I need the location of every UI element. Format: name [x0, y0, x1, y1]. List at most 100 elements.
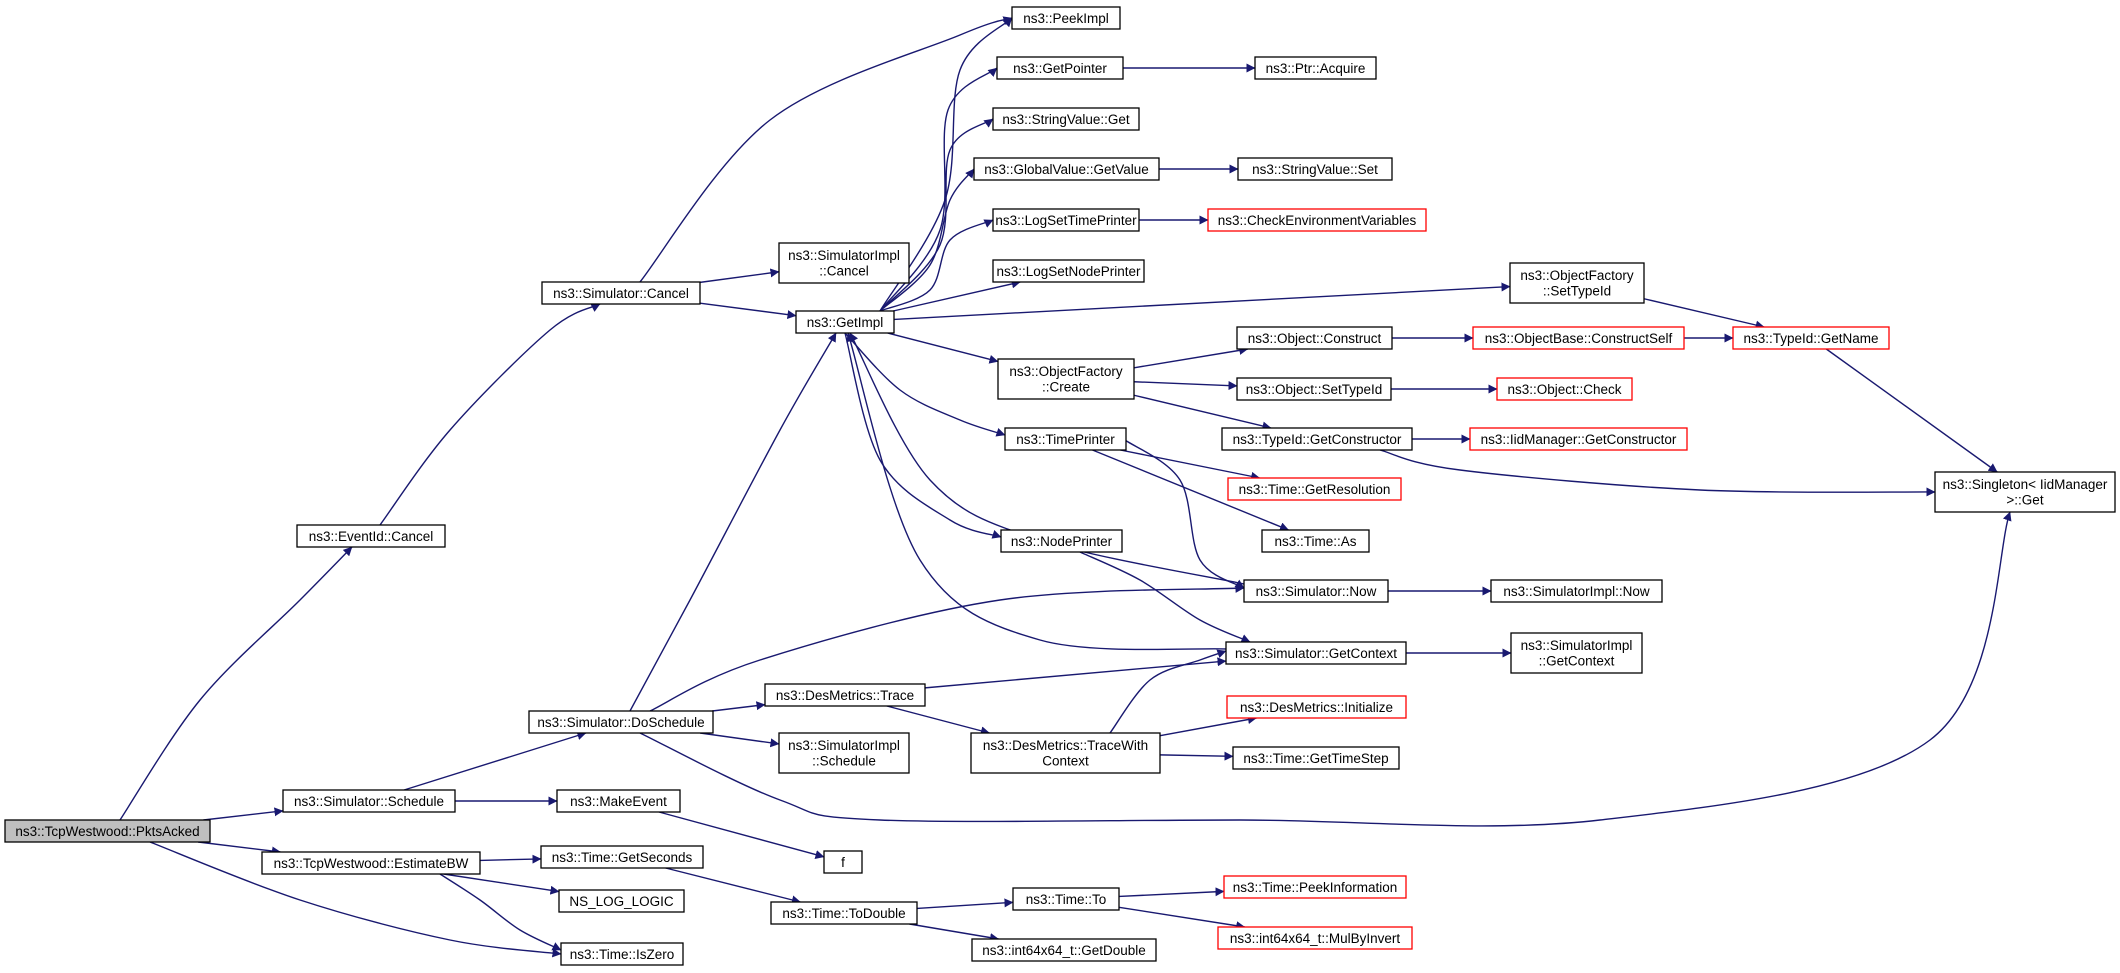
node-object-check[interactable]: ns3::Object::Check — [1496, 377, 1633, 401]
node-stringvalue-set[interactable]: ns3::StringValue::Set — [1237, 157, 1393, 181]
node-label: ns3::TimePrinter — [1016, 432, 1115, 447]
node-constructself[interactable]: ns3::ObjectBase::ConstructSelf — [1472, 326, 1685, 350]
node-box — [556, 789, 681, 813]
node-nodeprinter[interactable]: ns3::NodePrinter — [1000, 529, 1123, 553]
node-objectfactory-create[interactable]: ns3::ObjectFactory::Create — [997, 358, 1135, 400]
node-box — [1236, 377, 1392, 401]
node-label: f — [841, 855, 845, 870]
node-label: ns3::ObjectFactory — [1520, 268, 1634, 283]
node-sim-now[interactable]: ns3::Simulator::Now — [1243, 579, 1389, 603]
node-box — [970, 732, 1161, 774]
node-box — [992, 208, 1140, 232]
node-typeid-getconstructor[interactable]: ns3::TypeId::GetConstructor — [1221, 427, 1413, 451]
node-label: ns3::ObjectFactory — [1009, 364, 1123, 379]
node-getseconds[interactable]: ns3::Time::GetSeconds — [540, 845, 704, 869]
edge-sim_schedule-to-sim_doschedule — [403, 731, 587, 791]
node-box — [1732, 326, 1890, 350]
node-time-getresolution[interactable]: ns3::Time::GetResolution — [1227, 477, 1402, 501]
edge-getimpl-to-objectfactory_create — [887, 332, 999, 364]
edge-objectfactory_create-to-object_settypeid — [1133, 381, 1238, 391]
node-label: ns3::Object::Construct — [1248, 331, 1382, 346]
node-box — [296, 524, 446, 548]
node-box — [770, 901, 918, 925]
node-box — [1011, 6, 1121, 30]
edge-makeevent-to-f — [658, 811, 825, 859]
node-globalvalue-getvalue[interactable]: ns3::GlobalValue::GetValue — [973, 157, 1160, 181]
node-box — [1243, 579, 1389, 603]
node-label: ns3::Simulator::Now — [1256, 584, 1377, 599]
node-box — [1496, 377, 1633, 401]
node-objectfactory-settypeid[interactable]: ns3::ObjectFactory::SetTypeId — [1509, 262, 1645, 304]
node-simimpl-cancel[interactable]: ns3::SimulatorImpl::Cancel — [778, 242, 910, 284]
node-label: ns3::MakeEvent — [570, 794, 667, 809]
edge-estimatebw-to-iszero — [439, 873, 562, 951]
node-desmetrics-trace[interactable]: ns3::DesMetrics::Trace — [764, 683, 926, 707]
node-time-as[interactable]: ns3::Time::As — [1261, 529, 1370, 553]
node-box — [823, 850, 863, 874]
node-typeid-getname[interactable]: ns3::TypeId::GetName — [1732, 326, 1890, 350]
node-sim-schedule[interactable]: ns3::Simulator::Schedule — [282, 789, 456, 813]
node-time-peekinformation[interactable]: ns3::Time::PeekInformation — [1223, 875, 1407, 899]
node-desmetrics-initialize[interactable]: ns3::DesMetrics::Initialize — [1226, 695, 1407, 719]
node-object-construct[interactable]: ns3::Object::Construct — [1236, 326, 1393, 350]
node-label: ns3::Ptr::Acquire — [1266, 61, 1366, 76]
edge-getimpl-to-globalvalue_getvalue — [879, 168, 975, 312]
node-box — [1000, 529, 1123, 553]
node-label: ns3::TcpWestwood::EstimateBW — [274, 856, 469, 871]
node-label: >::Get — [2006, 493, 2043, 508]
node-eventid-cancel[interactable]: ns3::EventId::Cancel — [296, 524, 446, 548]
node-time-to[interactable]: ns3::Time::To — [1012, 887, 1120, 911]
node-getpointer[interactable]: ns3::GetPointer — [996, 56, 1124, 80]
node-getdouble[interactable]: ns3::int64x64_t::GetDouble — [971, 938, 1157, 962]
node-label: ns3::Time::GetResolution — [1239, 482, 1391, 497]
node-sim-getcontext[interactable]: ns3::Simulator::GetContext — [1225, 641, 1407, 665]
node-box — [992, 107, 1140, 131]
node-ns-log-logic[interactable]: NS_LOG_LOGIC — [558, 889, 685, 913]
node-label: ns3::NodePrinter — [1011, 534, 1113, 549]
node-mulbyinvert[interactable]: ns3::int64x64_t::MulByInvert — [1217, 926, 1413, 950]
node-label: ns3::DesMetrics::Initialize — [1240, 700, 1393, 715]
node-estimatebw[interactable]: ns3::TcpWestwood::EstimateBW — [261, 851, 481, 875]
node-object-settypeid[interactable]: ns3::Object::SetTypeId — [1236, 377, 1392, 401]
node-getimpl[interactable]: ns3::GetImpl — [795, 310, 895, 334]
node-box — [1509, 262, 1645, 304]
node-box — [558, 889, 685, 913]
edge-sim_doschedule-to-simimpl_schedule — [700, 732, 780, 748]
node-label: Context — [1042, 754, 1089, 769]
node-label: ns3::StringValue::Get — [1002, 112, 1130, 127]
node-ptr-acquire[interactable]: ns3::Ptr::Acquire — [1254, 56, 1377, 80]
node-peekimpl[interactable]: ns3::PeekImpl — [1011, 6, 1121, 30]
node-simimpl-getcontext[interactable]: ns3::SimulatorImpl::GetContext — [1510, 632, 1643, 674]
edge-timeprinter-to-time_as — [1092, 449, 1289, 531]
node-box — [1469, 427, 1688, 451]
edge-sim_getcontext-to-getimpl — [846, 332, 1227, 651]
node-root[interactable]: ns3::TcpWestwood::PktsAcked — [4, 819, 211, 843]
node-box — [795, 310, 895, 334]
node-singleton-get[interactable]: ns3::Singleton< IidManager >::Get — [1934, 471, 2116, 513]
node-timeprinter[interactable]: ns3::TimePrinter — [1004, 427, 1127, 451]
node-box — [1223, 875, 1407, 899]
node-logsetnodeprinter[interactable]: ns3::LogSetNodePrinter — [992, 259, 1145, 283]
node-logsettimeprinter[interactable]: ns3::LogSetTimePrinter — [992, 208, 1140, 232]
node-simimpl-now[interactable]: ns3::SimulatorImpl::Now — [1490, 579, 1663, 603]
node-checkenv[interactable]: ns3::CheckEnvironmentVariables — [1207, 208, 1427, 232]
node-box — [1227, 477, 1402, 501]
node-label: ns3::SimulatorImpl — [1521, 638, 1633, 653]
node-iidmanager-getconstructor[interactable]: ns3::IidManager::GetConstructor — [1469, 427, 1688, 451]
node-simimpl-schedule[interactable]: ns3::SimulatorImpl::Schedule — [778, 732, 910, 774]
node-sim-cancel[interactable]: ns3::Simulator::Cancel — [541, 281, 701, 305]
node-time-gettimestep[interactable]: ns3::Time::GetTimeStep — [1232, 746, 1400, 770]
node-sim-doschedule[interactable]: ns3::Simulator::DoSchedule — [528, 710, 714, 734]
node-todouble[interactable]: ns3::Time::ToDouble — [770, 901, 918, 925]
node-f[interactable]: f — [823, 850, 863, 874]
node-stringvalue-get[interactable]: ns3::StringValue::Get — [992, 107, 1140, 131]
node-label: ns3::Time::To — [1026, 892, 1107, 907]
node-box — [1221, 427, 1413, 451]
edge-timeprinter-to-time_getresolution — [1120, 449, 1261, 481]
edge-desmetrics_trace-to-tracewithcontext — [886, 705, 990, 736]
node-label: ns3::Simulator::Schedule — [294, 794, 444, 809]
node-iszero[interactable]: ns3::Time::IsZero — [560, 942, 684, 966]
node-label: ns3::TypeId::GetName — [1743, 331, 1878, 346]
node-makeevent[interactable]: ns3::MakeEvent — [556, 789, 681, 813]
